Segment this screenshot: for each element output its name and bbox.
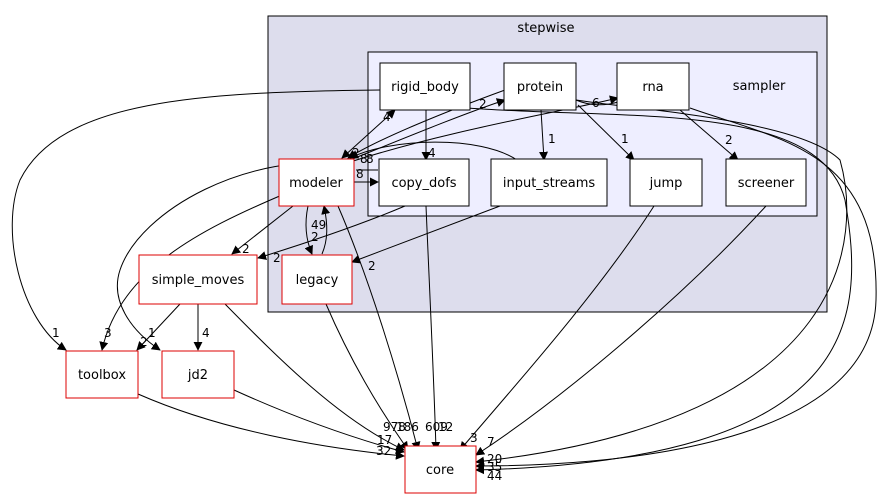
elabel-jump_core: 3 (470, 431, 478, 445)
node-screener[interactable]: screener (725, 158, 807, 207)
node-modeler-label: modeler (289, 176, 343, 191)
elabel-rb_copy: 4 (428, 146, 436, 160)
node-legacy[interactable]: legacy (281, 254, 353, 305)
node-jd2-label: jd2 (187, 368, 208, 383)
edge-jd2-core (233, 389, 405, 455)
elabel-toolbox_core: 32 (376, 444, 391, 458)
node-modeler[interactable]: modeler (278, 158, 355, 207)
elabel-mod_legacy: 2 (311, 230, 319, 244)
edge-modeler-jd2 (116, 162, 351, 351)
node-core[interactable]: core (404, 445, 477, 494)
elabel-rb_toolbox: 1 (52, 326, 60, 340)
elabel-mod_jd2: 2 (140, 335, 148, 349)
edge-simple_moves-core (224, 303, 405, 451)
elabel-rna_core: 35 (487, 460, 502, 474)
node-toolbox-label: toolbox (78, 368, 126, 383)
edge-modeler-core (337, 205, 421, 451)
cluster-sampler-label: sampler (733, 79, 786, 94)
elabel-rna_screener: 2 (725, 133, 733, 147)
edge-copy_dofs-simple_moves (257, 205, 406, 260)
edge-input_streams-modeler (349, 141, 518, 161)
node-input_streams[interactable]: input_streams (490, 158, 608, 207)
node-protein-label: protein (517, 80, 563, 95)
edge-labels: 4 4 2 2 1 1 6 2 8 8 8 2 49 2 2 2 1 4 3 2… (52, 96, 733, 483)
elabel-prot_rb: 2 (479, 97, 487, 111)
edge-protein-core (475, 99, 848, 466)
edge-rigid_body-core (467, 107, 853, 475)
elabel-mod_prot: 8 (366, 152, 374, 166)
edge-modeler-legacy (304, 205, 313, 255)
elabel-mod_rb: 2 (352, 146, 360, 160)
edge-input_streams-legacy (351, 205, 501, 264)
elabel-simple_jd2: 4 (202, 326, 210, 340)
elabel-mod_copy: 8 (356, 167, 364, 181)
node-rna[interactable]: rna (616, 62, 690, 111)
edge-protein-input_streams (539, 109, 549, 161)
edge-rna-screener (679, 109, 739, 161)
elabel-mod_core: 186 (396, 420, 419, 434)
elabel-mod_simple: 2 (242, 242, 250, 256)
edge-modeler-protein (349, 98, 506, 161)
edges (11, 89, 877, 475)
node-core-label: core (426, 463, 454, 478)
elabel-mod_toolbox: 3 (104, 326, 112, 340)
edge-modeler-rna (349, 95, 619, 163)
elabel-copy_core: 609 (425, 420, 448, 434)
elabel-screener_core: 7 (487, 435, 495, 449)
node-jump[interactable]: jump (629, 158, 703, 207)
elabel-prot_input: 1 (548, 132, 556, 146)
elabel-legacy_core: 12 (438, 420, 453, 434)
elabel-simple_toolbox: 1 (148, 326, 156, 340)
edge-screener-core (475, 205, 767, 456)
edge-modeler-simple_moves (231, 205, 294, 255)
node-copy_dofs-label: copy_dofs (391, 176, 456, 191)
elabel-mod_rna: 8 (360, 152, 368, 166)
elabel-simple_core: 978 (383, 420, 406, 434)
edge-protein-modeler (347, 89, 506, 159)
node-jd2[interactable]: jd2 (161, 350, 235, 399)
node-simple_moves-label: simple_moves (152, 273, 245, 288)
node-simple_moves[interactable]: simple_moves (138, 254, 258, 305)
edge-copy_dofs-core (425, 205, 441, 451)
node-jump-label: jump (649, 176, 683, 191)
edge-rigid_body-toolbox (11, 89, 381, 351)
edge-protein-jump (577, 104, 635, 161)
node-protein[interactable]: protein (503, 62, 577, 111)
edge-legacy-core (325, 303, 409, 451)
node-copy_dofs[interactable]: copy_dofs (378, 158, 470, 207)
node-rigid_body-label: rigid_body (391, 80, 459, 95)
node-screener-label: screener (738, 176, 795, 191)
edge-simple_moves-toolbox (136, 303, 181, 351)
node-rigid_body[interactable]: rigid_body (379, 62, 471, 111)
node-legacy-label: legacy (296, 273, 339, 288)
elabel-prot_core: 20 (487, 452, 502, 466)
elabel-rb_modeler: 4 (383, 110, 391, 124)
elabel-copy_simple: 2 (273, 251, 281, 265)
edge-jump-core (459, 205, 655, 451)
elabel-prot_jump: 1 (621, 132, 629, 146)
elabel-rna_prot: 6 (592, 96, 600, 110)
node-rna-label: rna (642, 80, 663, 95)
node-toolbox[interactable]: toolbox (65, 350, 139, 399)
edge-toolbox-core (137, 393, 405, 460)
elabel-jd2_core: 17 (377, 433, 392, 447)
node-input_streams-label: input_streams (503, 176, 595, 191)
elabel-input_legacy: 2 (368, 259, 376, 273)
edge-legacy-modeler (321, 205, 331, 255)
elabel-rb_core: 44 (487, 469, 502, 483)
cluster-stepwise-label: stepwise (517, 21, 574, 36)
elabel-legacy_mod: 49 (311, 218, 326, 232)
edge-protein-rna (575, 99, 619, 106)
